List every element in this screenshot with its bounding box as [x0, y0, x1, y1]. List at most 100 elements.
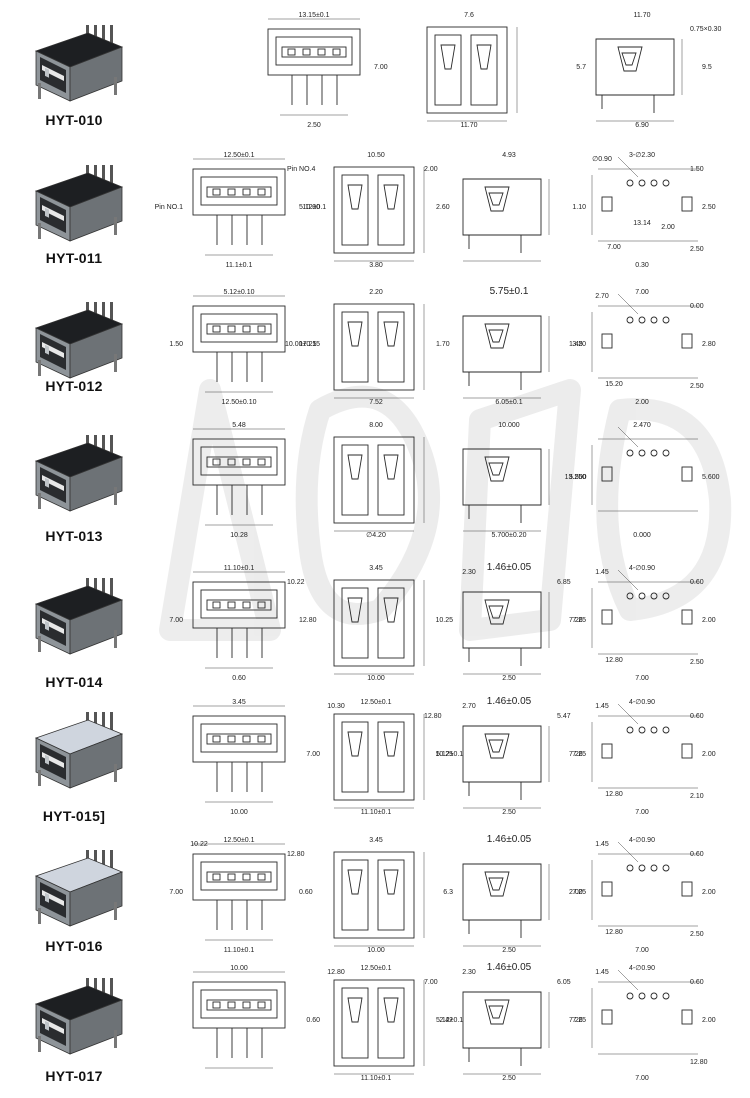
dimension-label: 1.46±0.05	[487, 962, 532, 973]
dimension-label: 1.45	[595, 841, 609, 848]
connector-photo	[34, 978, 124, 1055]
dimension-label: 10.50	[367, 152, 385, 159]
dimension-label: 6.90	[635, 122, 649, 129]
dimension-label: 7.6	[464, 12, 474, 19]
dimension-label: 2.10	[690, 793, 704, 800]
dimension-label: 2.00	[635, 399, 649, 406]
dimension-label: 13.15±0.1	[298, 12, 329, 19]
dimension-drawing: 7.611.70	[426, 12, 518, 129]
dimension-label: 12.80	[690, 1059, 708, 1066]
dimension-label: 2.00	[569, 889, 583, 896]
dimension-drawing: 8.00 ∅4.20	[333, 422, 425, 539]
dimension-label: 3.45	[369, 565, 383, 572]
dimension-label: 7.00	[635, 1075, 649, 1082]
dimension-label: 7.00	[635, 675, 649, 682]
dimension-label: 12.80	[299, 617, 317, 624]
dimension-label: 5.7	[576, 64, 586, 71]
dimension-label: 0.60	[306, 1017, 320, 1024]
dimension-label: 7.26	[569, 1017, 583, 1024]
connector-photo	[34, 302, 124, 379]
dimension-label: 2.70	[595, 293, 609, 300]
dimension-label: 1.45	[569, 341, 583, 348]
dimension-label: 10.00	[367, 947, 385, 954]
dimension-drawing: 5.75±0.1 6.05±0.1 1.45	[462, 286, 583, 406]
dimension-label: 11.10±0.1	[361, 809, 392, 816]
dimension-label: 0.000	[633, 532, 651, 539]
dimension-label: 6.05±0.1	[495, 399, 522, 406]
dimension-label: 1.45	[595, 969, 609, 976]
dimension-label: 7.25	[572, 751, 586, 758]
dimension-label: 3.20	[572, 341, 586, 348]
dimension-label: 10.28	[230, 532, 248, 539]
dimension-label: 1.46±0.05	[487, 562, 532, 573]
dimension-label: ∅0.90	[592, 156, 612, 163]
dimension-label: 1.46±0.05	[487, 834, 532, 845]
dimension-drawing: 13.15±0.12.507.00	[267, 12, 388, 129]
dimension-label: 1.50	[690, 166, 704, 173]
dimension-label: 2.50	[502, 947, 516, 954]
dimension-drawing: 3-∅2.300.302.501.101.50∅0.902.507.002.00…	[572, 152, 715, 269]
dimension-label: 2.50	[307, 122, 321, 129]
dimension-label: 7.00	[169, 889, 183, 896]
dimension-label: 7.00	[424, 979, 438, 986]
dimension-label: 10.22	[190, 841, 208, 848]
dimension-label: ∅4.20	[366, 532, 386, 539]
dimension-label: 12.80	[605, 657, 623, 664]
dimension-label: 0.00	[690, 303, 704, 310]
connector-photo	[34, 712, 124, 789]
dimension-label: 0.60	[690, 713, 704, 720]
dimension-label: 6.05	[557, 979, 571, 986]
connector-photo	[34, 435, 124, 512]
dimension-label: 9.5	[702, 64, 712, 71]
dimension-label: 2.60	[436, 204, 450, 211]
dimension-drawing: 11.706.909.55.70.75×0.30	[576, 12, 721, 129]
dimension-label: 2.50	[690, 383, 704, 390]
dimension-label: 10.22	[287, 579, 305, 586]
dimension-label: 7.00	[635, 289, 649, 296]
dimension-label: 7.25	[572, 617, 586, 624]
dimension-label: 3.45	[369, 837, 383, 844]
dimension-label: 2.00	[702, 617, 716, 624]
dimension-label: 4-∅0.90	[629, 965, 655, 972]
dimension-label: 2.50	[702, 204, 716, 211]
dimension-label: 12.50±0.1	[223, 152, 254, 159]
dimension-label: 1.46±0.05	[487, 696, 532, 707]
dimension-label: 4-∅0.90	[629, 837, 655, 844]
dimension-label: 12.80	[327, 969, 345, 976]
dimension-label: 13.250	[565, 474, 587, 481]
dimension-label: 4-∅0.90	[629, 565, 655, 572]
dimension-label: 2.50	[690, 246, 704, 253]
dimension-label: 10.000	[498, 422, 520, 429]
dimension-label: 12.50±0.10	[222, 399, 257, 406]
dimension-label: 8.00	[369, 422, 383, 429]
dimension-label: 5.12±0.1	[436, 751, 463, 758]
dimension-label: 1.10	[572, 204, 586, 211]
dimension-label: 2.50	[690, 659, 704, 666]
dimension-label: 5.12±0.1	[436, 1017, 463, 1024]
dimension-label: 7.52	[369, 399, 383, 406]
dimension-label: 5.12±0.10	[223, 289, 254, 296]
dimension-label: 0.60	[299, 889, 313, 896]
dimension-label: 5.600	[702, 474, 720, 481]
dimension-label: 5.75±0.1	[490, 286, 529, 297]
dimension-label: 2.50	[690, 931, 704, 938]
dimension-label: 11.10±0.1	[224, 947, 255, 954]
